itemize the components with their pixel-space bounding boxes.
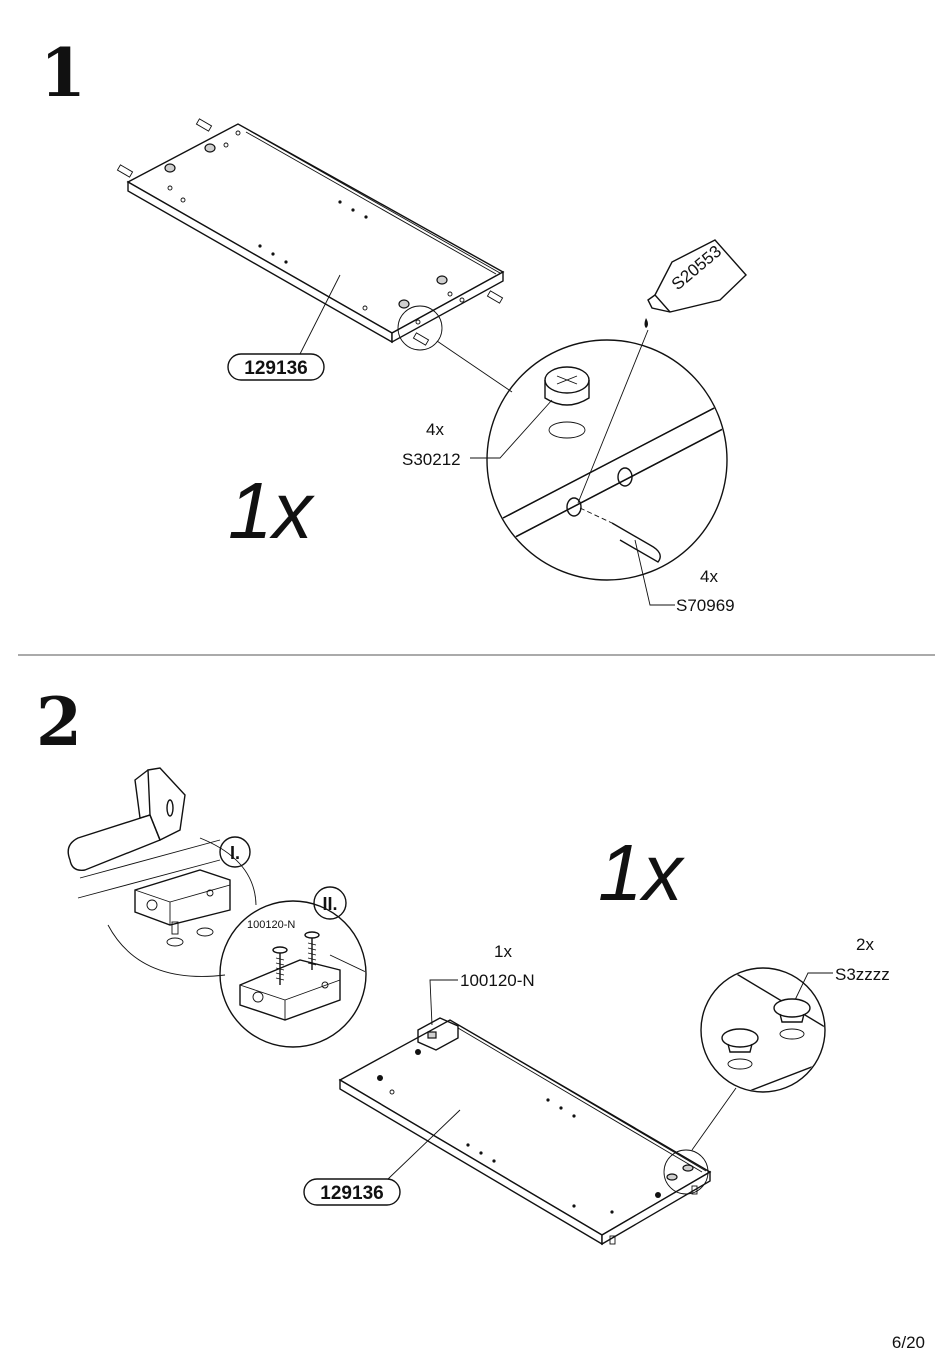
page-number: 6/20 <box>892 1333 925 1352</box>
glue-bottle-icon: S20553 <box>577 239 747 504</box>
caps-code: S3zzzz <box>835 965 890 984</box>
step2-detail-marker <box>663 1149 709 1195</box>
substep-2-badge: II. <box>313 886 347 920</box>
svg-text:I.: I. <box>230 843 240 863</box>
step1-detail-marker <box>397 305 443 351</box>
substep-1-badge: I. <box>219 836 251 868</box>
cam-code: S30212 <box>402 450 461 469</box>
step1-part-label: 129136 <box>227 274 341 381</box>
step1-quantity: 1x <box>228 466 315 555</box>
hinge-code-small: 100120-N <box>247 919 295 931</box>
svg-text:129136: 129136 <box>244 358 307 379</box>
hammer-detail <box>67 767 257 977</box>
dowel-code: S70969 <box>676 596 735 615</box>
screw-detail <box>219 900 367 1048</box>
hinge-code: 100120-N <box>460 971 535 990</box>
step1-number: 1 <box>40 34 86 112</box>
svg-text:129136: 129136 <box>320 1183 383 1204</box>
step1-magnifier <box>486 339 728 581</box>
cam-qty: 4x <box>426 420 444 439</box>
hinge-qty: 1x <box>494 942 512 961</box>
step2-part-label: 129136 <box>303 1109 461 1206</box>
step2-quantity: 1x <box>598 828 685 917</box>
step2-panel <box>338 1017 712 1246</box>
step1-panel <box>116 118 505 346</box>
step2-magnifier <box>700 967 826 1093</box>
caps-qty: 2x <box>856 935 874 954</box>
dowel-qty: 4x <box>700 567 718 586</box>
svg-text:II.: II. <box>322 894 337 914</box>
step2-number: 2 <box>36 683 82 761</box>
